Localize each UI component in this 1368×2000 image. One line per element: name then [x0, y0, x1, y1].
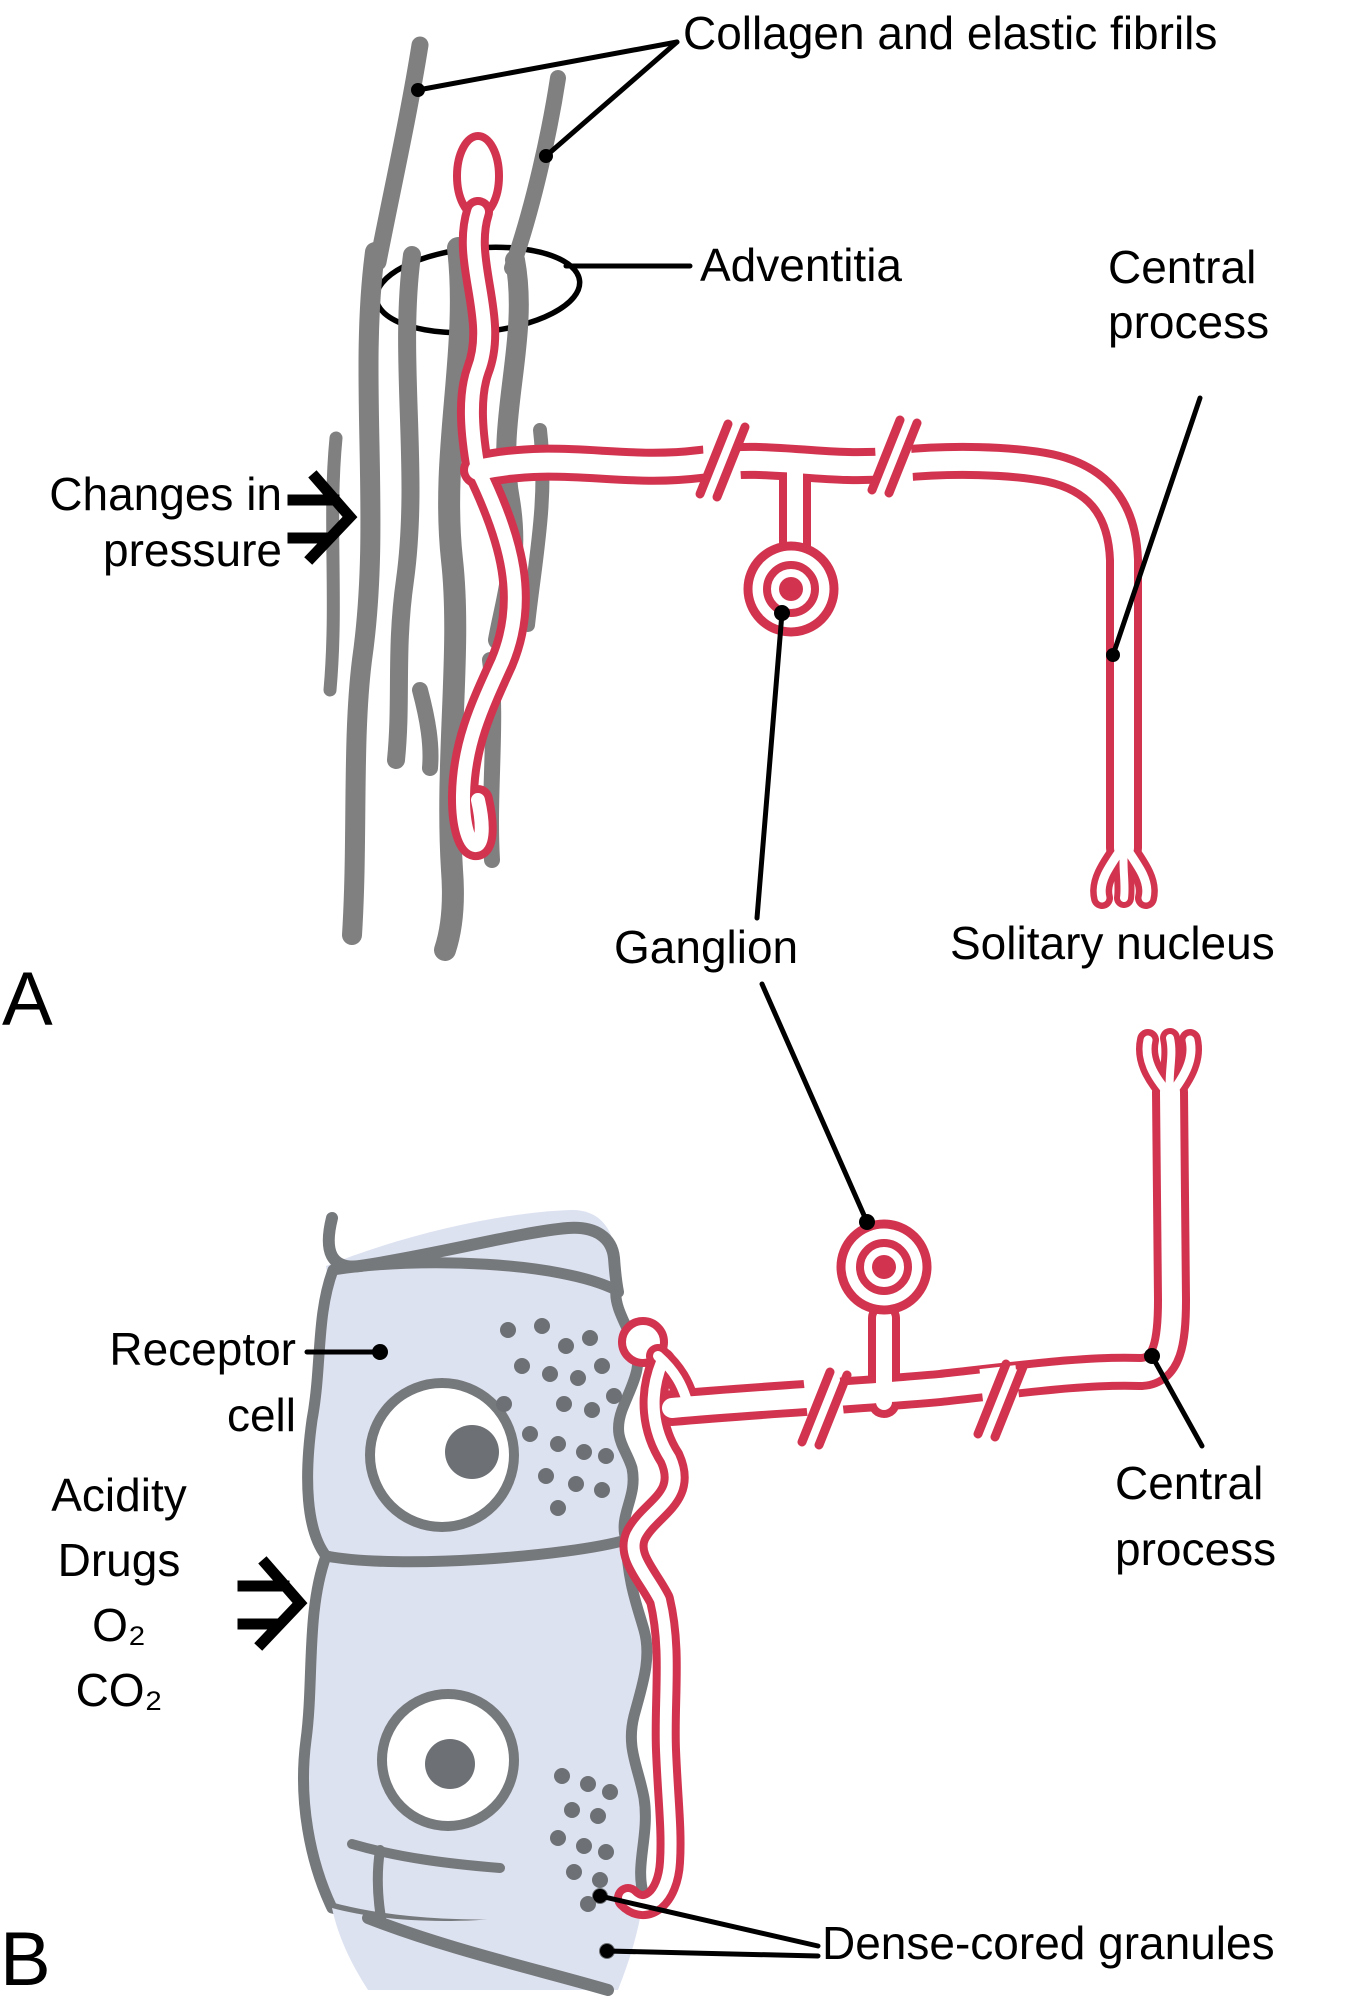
ganglion-nucleus-a	[779, 577, 803, 601]
central-process-label-b: Central process	[1115, 1450, 1276, 1582]
dense-cored-granules	[496, 1318, 622, 1959]
pressure-label-line2: pressure	[103, 524, 282, 576]
axon-break-marks-a	[695, 415, 922, 502]
panel-letter-b: B	[0, 1917, 51, 2000]
collagen-fibrils-label: Collagen and elastic fibrils	[683, 7, 1218, 59]
stimulus-co2: CO₂	[75, 1664, 163, 1716]
ganglion-label: Ganglion	[614, 921, 799, 973]
ganglion-cell-b	[836, 1219, 932, 1315]
stimulus-drugs: Drugs	[57, 1534, 181, 1586]
cell-1-nucleus	[365, 1378, 519, 1532]
axon-break-marks-b	[797, 1359, 1028, 1450]
central-process-label-a: Central process	[1108, 240, 1269, 350]
stimulus-o2: O₂	[92, 1599, 146, 1651]
panel-letter-a: A	[2, 957, 53, 1042]
cell-2-nucleolus	[425, 1739, 475, 1789]
central-process-a-line2: process	[1108, 296, 1270, 348]
nerve-fiber-outline-b	[614, 1028, 1202, 1919]
chemical-stimuli-arrow	[237, 1556, 308, 1651]
pressure-arrow	[287, 470, 358, 565]
changes-in-pressure-label: Changes in pressure	[0, 466, 282, 578]
pressure-label-line1: Changes in	[49, 468, 282, 520]
leader-lines	[304, 39, 1205, 1959]
receptor-label-line1: Receptor	[109, 1323, 296, 1375]
dense-cored-granules-label: Dense-cored granules	[822, 1917, 1275, 1969]
ganglion-cell-a	[743, 541, 839, 637]
central-process-b-line1: Central	[1115, 1457, 1264, 1509]
solitary-nucleus-label: Solitary nucleus	[950, 917, 1275, 969]
central-process-b-line2: process	[1115, 1523, 1277, 1575]
chemical-stimuli-label: Acidity Drugs O₂ CO₂	[18, 1463, 220, 1723]
adventitia-label: Adventitia	[700, 239, 903, 291]
receptor-cell-cluster	[298, 1210, 653, 1996]
ganglion-nucleus-b	[872, 1255, 896, 1279]
receptor-label-line2: cell	[226, 1389, 296, 1441]
receptor-cell-label: Receptor cell	[40, 1316, 296, 1448]
nerve-fiber-lumen-b	[622, 1034, 1196, 1911]
stimulus-acidity: Acidity	[51, 1469, 187, 1521]
cell-1-nucleolus	[445, 1425, 499, 1479]
central-process-a-line1: Central	[1108, 241, 1257, 293]
collagen-fibrils	[323, 36, 566, 961]
